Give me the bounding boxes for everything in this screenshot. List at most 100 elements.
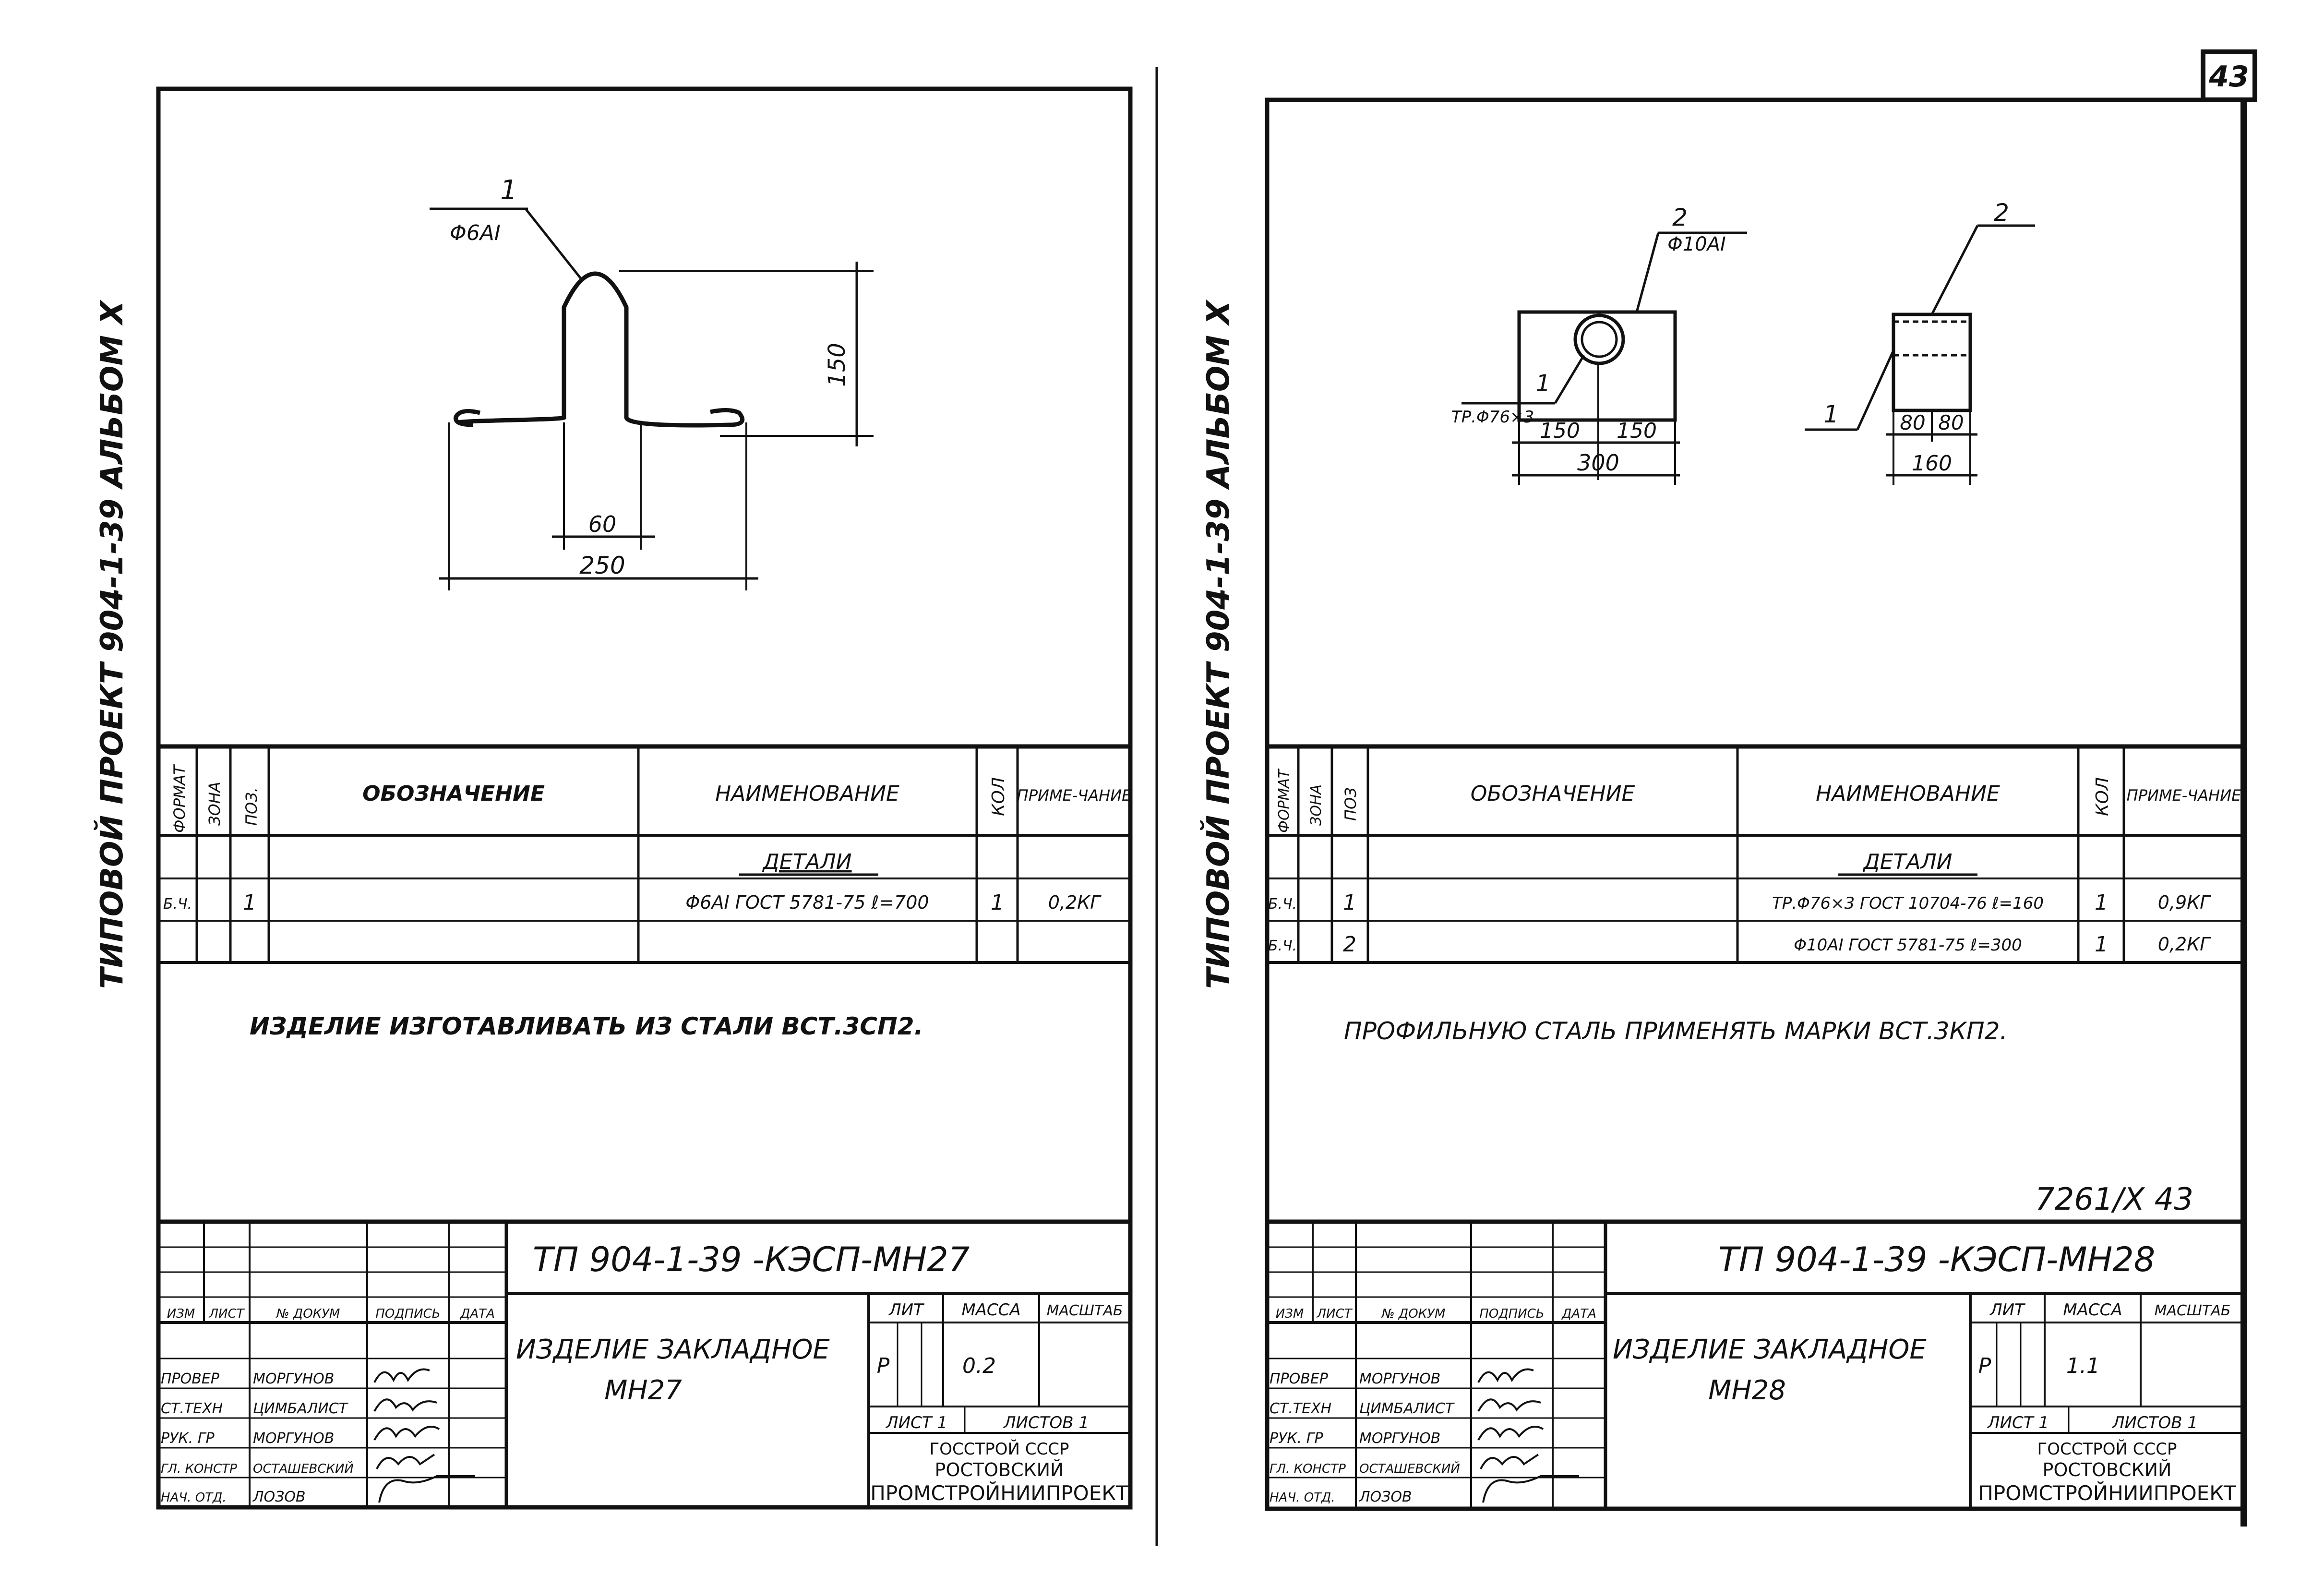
left-spec-table: ФОРМАТ ЗОНА ПОЗ. ОБОЗНАЧЕНИЕ НАИМЕНОВАНИ… <box>158 744 1132 964</box>
left-dim-height: 150 <box>824 343 851 387</box>
left-hdr-note: ПРИМЕ-ЧАНИЕ <box>1017 786 1132 805</box>
left-hdr-name: НАИМЕНОВАНИЕ <box>715 781 899 806</box>
right-dim-side-total: 160 <box>1912 451 1952 476</box>
right-row2-qty: 1 <box>2095 932 2108 957</box>
right-hdr-note: ПРИМЕ-ЧАНИЕ <box>2127 786 2242 805</box>
right-album-label: ТИПОВОЙ ПРОЕКТ 904-1-39 АЛЬБОМ X <box>1200 300 1236 989</box>
left-row1-qty: 1 <box>991 890 1004 915</box>
right-hdr-name: НАИМЕНОВАНИЕ <box>1816 781 2000 806</box>
left-staff-0-role: ПРОВЕР <box>161 1371 220 1387</box>
left-title-line2: МН27 <box>604 1375 682 1406</box>
right-rev-hdr-0: ИЗМ <box>1276 1307 1304 1321</box>
right-spec-table: ФОРМАТ ЗОНА ПОЗ ОБОЗНАЧЕНИЕ НАИМЕНОВАНИЕ… <box>1267 744 2244 964</box>
right-staff-4-role: НАЧ. ОТД. <box>1270 1491 1335 1505</box>
left-row1-note: 0,2КГ <box>1048 892 1102 913</box>
left-sheet-label: ЛИСТ 1 <box>885 1413 947 1432</box>
right-callout1-spec: ТР.Φ76×3 <box>1451 408 1534 427</box>
left-hdr-format: ФОРМАТ <box>170 764 189 833</box>
left-rev-hdr-4: ДАТА <box>460 1307 495 1321</box>
right-mass-label: МАССА <box>2063 1300 2122 1320</box>
left-staff-2-name: МОРГУНОВ <box>253 1430 334 1447</box>
left-org-line1: ГОССТРОЙ СССР <box>930 1439 1069 1459</box>
right-staff-3-name: ОСТАШЕВСКИЙ <box>1359 1461 1460 1476</box>
right-stamp-number: 7261/X 43 <box>2035 1182 2193 1217</box>
right-row1-format: Б.Ч. <box>1268 896 1297 913</box>
right-sheet: ТИПОВОЙ ПРОЕКТ 904-1-39 АЛЬБОМ X 2 Φ10AI… <box>1200 97 2246 1511</box>
right-staff-3-role: ГЛ. КОНСТР <box>1270 1462 1346 1476</box>
left-row1-pos: 1 <box>243 890 256 915</box>
right-org-line1: ГОССТРОЙ СССР <box>2037 1439 2177 1459</box>
sheet-number-box: 43 <box>2201 49 2257 102</box>
right-side-callout1: 1 <box>1823 400 1839 428</box>
left-rev-hdr-1: ЛИСТ <box>208 1307 245 1321</box>
right-hdr-designation: ОБОЗНАЧЕНИЕ <box>1471 781 1635 806</box>
left-staff-1-role: СТ.ТЕХН <box>161 1400 223 1417</box>
left-callout-pos: 1 <box>500 175 517 206</box>
left-sheets-label: ЛИСТОВ 1 <box>1003 1413 1089 1432</box>
right-dim-c: 80 <box>1900 411 1925 434</box>
left-mass-label: МАССА <box>961 1300 1020 1320</box>
right-note: ПРОФИЛЬНУЮ СТАЛЬ ПРИМЕНЯТЬ МАРКИ ВСТ.3КП… <box>1344 1017 2007 1045</box>
right-sheets-label: ЛИСТОВ 1 <box>2111 1413 2198 1432</box>
right-hdr-zone: ЗОНА <box>1308 784 1325 826</box>
right-staff-0-role: ПРОВЕР <box>1270 1371 1329 1387</box>
left-section: ДЕТАЛИ <box>762 850 851 874</box>
right-mass-value: 1.1 <box>2066 1354 2100 1378</box>
left-title-block: ИЗМ ЛИСТ № ДОКУМ ПОДПИСЬ ДАТА ПРОВЕР МОР… <box>158 1219 1130 1507</box>
left-lit-label: ЛИТ <box>888 1300 924 1320</box>
right-callout2-spec: Φ10AI <box>1667 233 1726 255</box>
right-lit-label: ЛИТ <box>1989 1300 2025 1320</box>
left-hdr-qty: КОЛ <box>989 777 1008 816</box>
left-note: ИЗДЕЛИЕ ИЗГОТАВЛИВАТЬ ИЗ СТАЛИ ВСТ.3СП2. <box>250 1012 923 1040</box>
right-staff-2-name: МОРГУНОВ <box>1359 1430 1440 1447</box>
right-row2-name: Φ10AI ГОСТ 5781-75 ℓ=300 <box>1794 936 2022 955</box>
right-row1-note: 0,9КГ <box>2158 892 2211 913</box>
right-row2-note: 0,2КГ <box>2158 934 2211 955</box>
left-row1-name: Φ6AI ГОСТ 5781-75 ℓ=700 <box>685 892 929 913</box>
right-staff-0-name: МОРГУНОВ <box>1359 1371 1440 1387</box>
left-staff-0-name: МОРГУНОВ <box>253 1371 334 1387</box>
left-scale-label: МАСШТАБ <box>1047 1302 1123 1319</box>
right-title-line2: МН28 <box>1708 1375 1786 1406</box>
right-title-block: ИЗМ ЛИСТ № ДОКУМ ПОДПИСЬ ДАТА ПРОВЕР МОР… <box>1267 1219 2244 1509</box>
left-part-drawing: 1 Φ6AI 150 60 250 <box>430 175 874 590</box>
right-hdr-qty: КОЛ <box>2093 777 2112 816</box>
left-dim-inner: 60 <box>588 511 617 537</box>
right-staff-4-name: ЛОЗОВ <box>1359 1489 1412 1505</box>
left-hdr-designation: ОБОЗНАЧЕНИЕ <box>362 781 545 806</box>
right-callout1-pos: 1 <box>1536 370 1551 397</box>
left-hdr-zone: ЗОНА <box>205 781 224 826</box>
right-rev-hdr-3: ПОДПИСЬ <box>1479 1307 1544 1321</box>
right-lit-value: Р <box>1978 1354 1991 1378</box>
left-title-line1: ИЗДЕЛИЕ ЗАКЛАДНОЕ <box>516 1334 830 1365</box>
right-row2-format: Б.Ч. <box>1268 938 1297 954</box>
left-staff-3-name: ОСТАШЕВСКИЙ <box>253 1461 354 1476</box>
right-scale-label: МАСШТАБ <box>2155 1302 2231 1319</box>
left-staff-4-name: ЛОЗОВ <box>252 1489 306 1505</box>
left-rev-hdr-0: ИЗМ <box>167 1307 195 1321</box>
right-side-view: 2 1 80 80 160 <box>1805 199 2035 485</box>
right-row2-pos: 2 <box>1343 932 1356 957</box>
right-row1-name: ТР.Φ76×3 ГОСТ 10704-76 ℓ=160 <box>1772 894 2044 913</box>
right-staff-2-role: РУК. ГР <box>1270 1430 1323 1447</box>
left-doc-code: ТП 904-1-39 -КЭСП-МН27 <box>533 1240 970 1279</box>
left-hdr-pos: ПОЗ. <box>242 787 261 826</box>
right-row1-pos: 1 <box>1343 890 1356 915</box>
left-rev-hdr-3: ПОДПИСЬ <box>375 1307 440 1321</box>
right-hdr-pos: ПОЗ <box>1342 787 1360 821</box>
right-side-callout2: 2 <box>1994 199 2009 227</box>
left-staff-3-role: ГЛ. КОНСТР <box>161 1462 237 1476</box>
right-dim-b: 150 <box>1617 419 1657 443</box>
left-dim-total: 250 <box>579 552 625 579</box>
left-org-line3: ПРОМСТРОЙНИИПРОЕКТ <box>870 1481 1128 1505</box>
right-dim-a: 150 <box>1540 419 1580 443</box>
right-org-line3: ПРОМСТРОЙНИИПРОЕКТ <box>1978 1481 2236 1505</box>
sheet-number: 43 <box>2208 60 2249 94</box>
right-section: ДЕТАЛИ <box>1862 850 1952 874</box>
left-lit-value: Р <box>877 1354 890 1378</box>
left-staff-1-name: ЦИМБАЛИСТ <box>253 1400 349 1417</box>
right-dim-total: 300 <box>1577 450 1619 476</box>
right-org-line2: РОСТОВСКИЙ <box>2043 1459 2172 1480</box>
right-hdr-format: ФОРМАТ <box>1276 768 1293 833</box>
left-row1-format: Б.Ч. <box>163 896 192 913</box>
